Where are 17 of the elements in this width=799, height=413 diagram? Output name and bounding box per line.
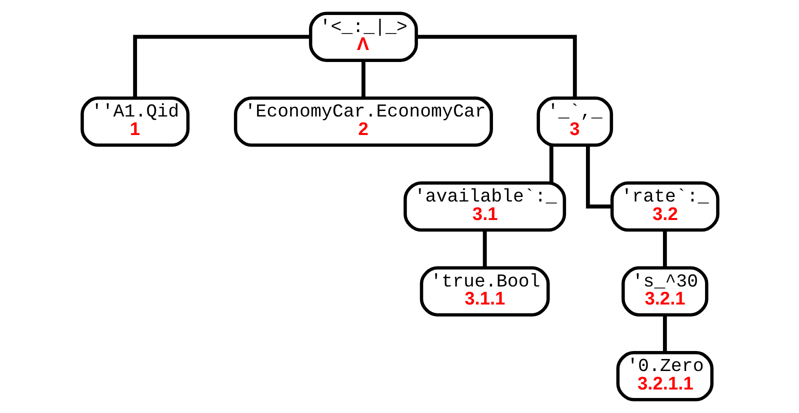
node-box: ''A1.Qid 1 xyxy=(80,96,190,147)
connector xyxy=(585,145,612,208)
connector xyxy=(662,230,666,268)
node-box: '<_:_|_> Λ xyxy=(308,12,418,62)
node-box: 'available`:_ 3.1 xyxy=(403,181,566,232)
connector xyxy=(416,34,576,98)
connector xyxy=(662,314,666,353)
node-box: 's_^30 3.2.1 xyxy=(621,266,708,316)
connector xyxy=(482,230,486,268)
node-box: 'rate`:_ 3.2 xyxy=(610,181,719,232)
connector xyxy=(361,60,365,98)
connector xyxy=(132,34,310,98)
connector xyxy=(548,145,553,183)
node-box: 'EconomyCar.EconomyCar 2 xyxy=(233,96,492,147)
node-box: '_`,_ 3 xyxy=(536,96,613,147)
node-box: '0.Zero 3.2.1.1 xyxy=(616,351,714,402)
node-box: 'true.Bool 3.1.1 xyxy=(419,266,550,316)
